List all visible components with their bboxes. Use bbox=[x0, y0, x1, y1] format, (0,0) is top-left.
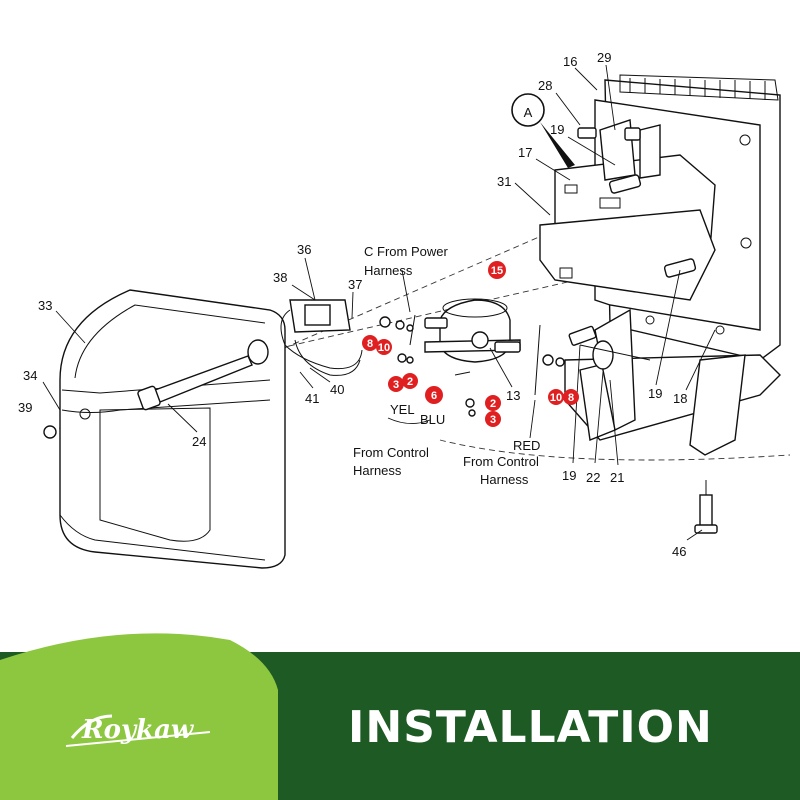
part-number-31: 31 bbox=[497, 174, 511, 189]
callout-a-letter: A bbox=[524, 105, 533, 120]
installation-banner: Roykaw INSTALLATION bbox=[0, 633, 800, 800]
installation-title: INSTALLATION bbox=[348, 702, 713, 753]
svg-text:3: 3 bbox=[393, 379, 399, 391]
red-marker-15: 15 bbox=[488, 261, 506, 279]
part-number-13: 13 bbox=[506, 388, 520, 403]
part-number-38: 38 bbox=[273, 270, 287, 285]
red-control-harness-label-line1: From Control bbox=[463, 454, 539, 469]
bolt-46 bbox=[694, 480, 718, 534]
part-number-40: 40 bbox=[330, 382, 344, 397]
svg-text:10: 10 bbox=[378, 342, 390, 354]
bolt bbox=[577, 127, 697, 278]
red-marker-10-right: 10 bbox=[548, 389, 564, 405]
part-number-41: 41 bbox=[305, 391, 319, 406]
nut-39 bbox=[43, 425, 57, 439]
part-number-24: 24 bbox=[192, 434, 206, 449]
red-marker-2-lower: 2 bbox=[485, 395, 501, 411]
svg-text:2: 2 bbox=[407, 376, 413, 388]
svg-text:8: 8 bbox=[568, 392, 574, 404]
exploded-parts-diagram: A 16 29 28 19 17 31 36 38 37 33 34 39 bbox=[18, 50, 791, 569]
part-number-19: 19 bbox=[550, 122, 564, 137]
relay-36 bbox=[280, 299, 363, 376]
part-number-19-right: 19 bbox=[648, 386, 662, 401]
part-number-18: 18 bbox=[673, 391, 687, 406]
svg-text:10: 10 bbox=[550, 392, 562, 404]
leader-lines bbox=[42, 64, 716, 541]
part-number-33: 33 bbox=[38, 298, 52, 313]
callout-a-circle bbox=[511, 93, 545, 127]
part-number-16: 16 bbox=[563, 54, 577, 69]
bolt-24 bbox=[137, 355, 253, 411]
power-harness-label-line1: C From Power bbox=[364, 244, 448, 259]
part-number-22: 22 bbox=[586, 470, 600, 485]
red-marker-3: 3 bbox=[388, 376, 404, 392]
light-green-swoosh bbox=[0, 633, 278, 800]
callout-a-arrow bbox=[540, 122, 575, 168]
part-number-46: 46 bbox=[672, 544, 686, 559]
solenoid-15 bbox=[424, 298, 521, 363]
red-marker-6: 6 bbox=[425, 386, 443, 404]
cover-box bbox=[59, 289, 286, 569]
part-number-37: 37 bbox=[348, 277, 362, 292]
control-harness-label-line2: Harness bbox=[353, 463, 402, 478]
part-number-34: 34 bbox=[23, 368, 37, 383]
svg-text:8: 8 bbox=[367, 338, 373, 350]
control-harness-label-line1: From Control bbox=[353, 445, 429, 460]
yel-wire-label: YEL bbox=[390, 402, 415, 417]
part-number-36: 36 bbox=[297, 242, 311, 257]
red-marker-3-lower: 3 bbox=[485, 411, 501, 427]
alignment-line bbox=[249, 239, 751, 356]
red-marker-8: 8 bbox=[362, 335, 378, 351]
shunt-bracket bbox=[568, 308, 651, 432]
part-number-21: 21 bbox=[610, 470, 624, 485]
hardware-washers bbox=[379, 314, 565, 417]
solenoid-bracket bbox=[539, 119, 716, 301]
blu-wire-label: BLU bbox=[420, 412, 445, 427]
ground-line bbox=[439, 439, 791, 461]
brand-logo: Roykaw bbox=[65, 714, 211, 747]
part-number-29: 29 bbox=[597, 50, 611, 65]
red-wire-label: RED bbox=[513, 438, 540, 453]
power-harness-label-line2: Harness bbox=[364, 263, 413, 278]
brand-name: Roykaw bbox=[81, 715, 195, 745]
red-marker-10: 10 bbox=[376, 339, 392, 355]
svg-text:15: 15 bbox=[491, 265, 503, 277]
svg-text:2: 2 bbox=[490, 398, 496, 410]
svg-text:3: 3 bbox=[490, 414, 496, 426]
red-marker-8-right: 8 bbox=[563, 389, 579, 405]
part-number-19-bottom: 19 bbox=[562, 468, 576, 483]
part-number-39: 39 bbox=[18, 400, 32, 415]
part-number-28: 28 bbox=[538, 78, 552, 93]
part-number-17: 17 bbox=[518, 145, 532, 160]
svg-text:6: 6 bbox=[431, 390, 437, 402]
red-marker-2: 2 bbox=[402, 373, 418, 389]
red-control-harness-label-line2: Harness bbox=[480, 472, 529, 487]
